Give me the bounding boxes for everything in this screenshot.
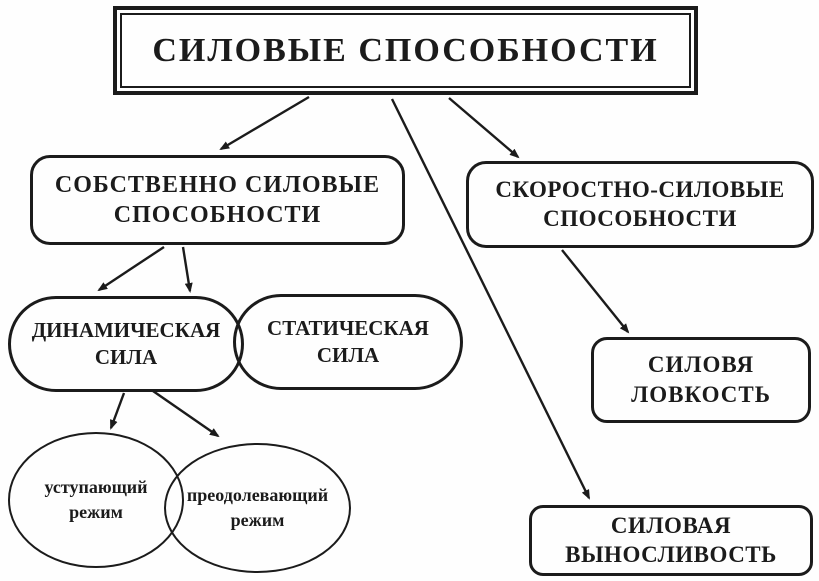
node-strength-agility: СИЛОВЯ ЛОВКОСТЬ — [591, 337, 811, 423]
connector-speed-strength-to-agility — [561, 249, 630, 334]
connector-root-to-own-strength — [219, 95, 310, 151]
connector-own-strength-to-static — [181, 246, 193, 293]
connector-dynamic-to-overcoming — [152, 390, 220, 438]
own-strength-line1: СОБСТВЕННО СИЛОВЫЕ — [54, 172, 381, 198]
strength-endurance-line1: СИЛОВАЯ — [610, 512, 732, 538]
own-strength-line2: СПОСОБНОСТИ — [113, 202, 322, 228]
node-overcoming-mode: преодолевающий режим — [164, 443, 351, 573]
strength-agility-line2: ЛОВКОСТЬ — [631, 382, 771, 407]
node-overcoming-mode-label: преодолевающий режим — [187, 483, 328, 533]
node-dynamic-force-label: ДИНАМИЧЕСКАЯ СИЛА — [32, 317, 221, 372]
dynamic-force-line1: ДИНАМИЧЕСКАЯ — [31, 317, 221, 342]
node-own-strength-abilities: СОБСТВЕННО СИЛОВЫЕ СПОСОБНОСТИ — [30, 155, 405, 245]
node-yielding-mode: уступающий режим — [8, 432, 184, 568]
yielding-mode-line2: режим — [69, 502, 123, 522]
node-own-strength-label: СОБСТВЕННО СИЛОВЫЕ СПОСОБНОСТИ — [55, 170, 380, 230]
node-static-force-label: СТАТИЧЕСКАЯ СИЛА — [267, 315, 429, 370]
strength-endurance-line2: ВЫНОСЛИВОСТЬ — [565, 541, 777, 567]
overcoming-mode-line2: режим — [230, 510, 285, 530]
node-dynamic-force: ДИНАМИЧЕСКАЯ СИЛА — [8, 296, 244, 392]
node-strength-endurance: СИЛОВАЯ ВЫНОСЛИВОСТЬ — [529, 505, 813, 576]
speed-strength-line2: СПОСОБНОСТИ — [543, 205, 737, 231]
strength-agility-line1: СИЛОВЯ — [647, 352, 755, 378]
connector-own-strength-to-dynamic — [97, 245, 165, 292]
overcoming-mode-line1: преодолевающий — [186, 484, 329, 505]
static-force-line1: СТАТИЧЕСКАЯ — [267, 315, 429, 340]
node-strength-endurance-label: СИЛОВАЯ ВЫНОСЛИВОСТЬ — [565, 512, 777, 570]
node-strength-abilities-frame: СИЛОВЫЕ СПОСОБНОСТИ — [120, 13, 691, 88]
yielding-mode-line1: уступающий — [44, 476, 148, 497]
static-force-line2: СИЛА — [316, 343, 380, 367]
node-speed-strength-abilities: СКОРОСТНО-СИЛОВЫЕ СПОСОБНОСТИ — [466, 161, 814, 248]
node-speed-strength-label: СКОРОСТНО-СИЛОВЫЕ СПОСОБНОСТИ — [495, 176, 784, 234]
connector-dynamic-to-yielding — [109, 392, 126, 430]
node-static-force: СТАТИЧЕСКАЯ СИЛА — [233, 294, 463, 390]
speed-strength-line1: СКОРОСТНО-СИЛОВЫЕ — [495, 176, 785, 202]
node-strength-abilities: СИЛОВЫЕ СПОСОБНОСТИ — [113, 6, 698, 95]
node-yielding-mode-label: уступающий режим — [44, 475, 147, 525]
connector-root-to-speed-strength — [448, 97, 520, 159]
dynamic-force-line2: СИЛА — [94, 345, 158, 369]
node-strength-abilities-label: СИЛОВЫЕ СПОСОБНОСТИ — [152, 31, 659, 69]
node-strength-agility-label: СИЛОВЯ ЛОВКОСТЬ — [631, 350, 771, 410]
